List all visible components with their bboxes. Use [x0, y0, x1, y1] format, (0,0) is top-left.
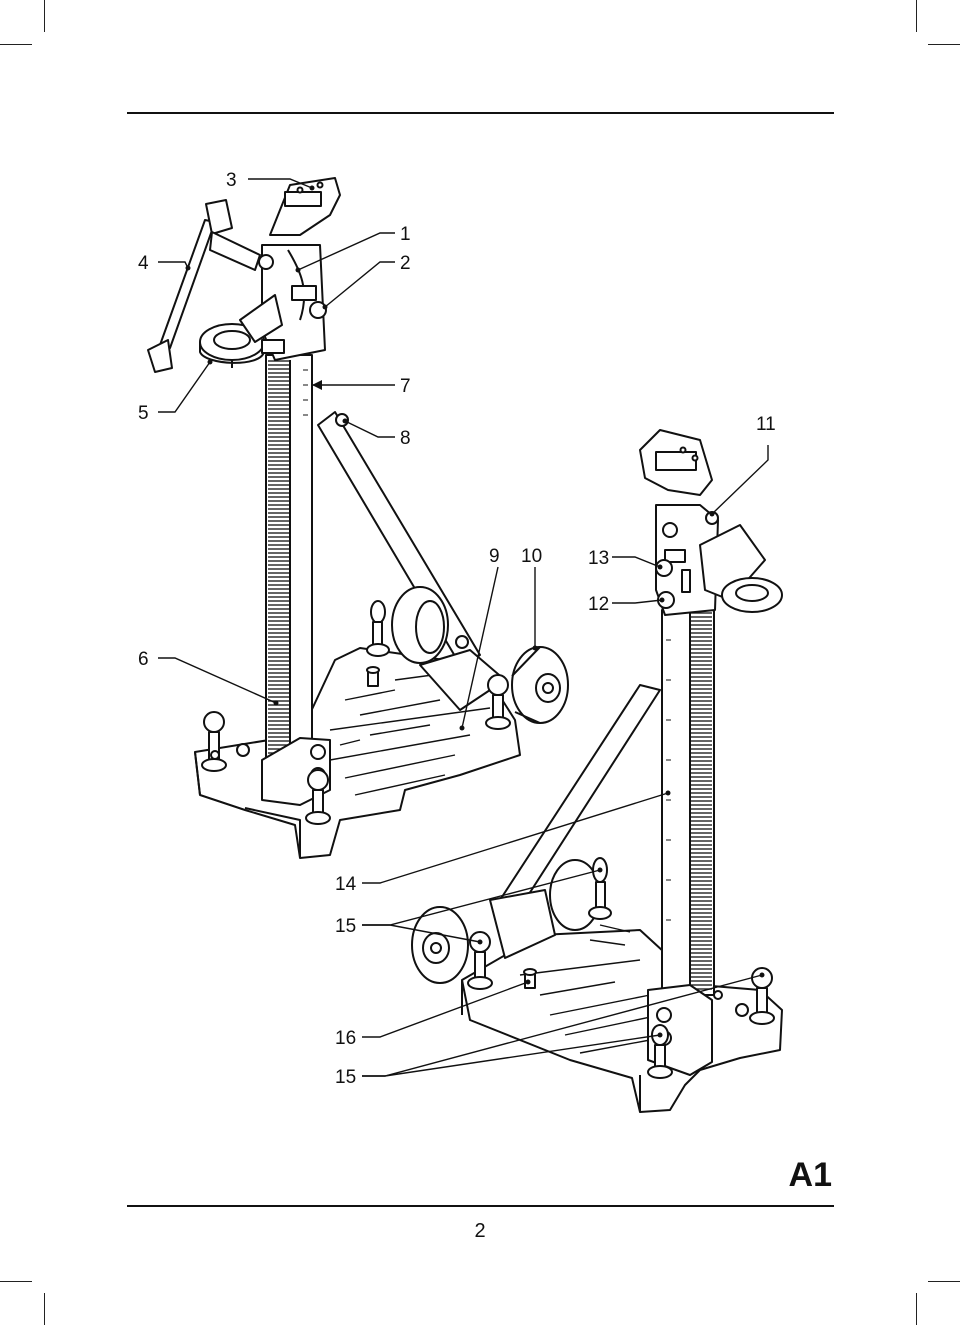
right-drill-stand [411, 429, 783, 1113]
callout-8: 8 [400, 428, 411, 449]
callout-6: 6 [138, 649, 149, 670]
callout-16: 16 [335, 1028, 356, 1049]
figure-id-label: A1 [788, 1156, 832, 1194]
callout-10: 10 [521, 546, 542, 567]
left-crank-handle [159, 219, 216, 349]
crop-mark-bottom-right-h [928, 1281, 960, 1282]
callout-14: 14 [335, 874, 357, 895]
left-drill-stand [147, 177, 569, 859]
footer-rule [127, 1205, 834, 1207]
callout-9: 9 [489, 546, 500, 567]
crop-mark-bottom-right-v [916, 1293, 917, 1325]
crop-mark-top-right-v [916, 0, 917, 32]
callout-3: 3 [226, 170, 237, 191]
right-leveling-screws [467, 857, 775, 1079]
page-number: 2 [474, 1220, 486, 1242]
callout-2: 2 [400, 253, 411, 274]
crop-mark-bottom-left-h [0, 1281, 32, 1282]
callout-15-upper: 15 [335, 916, 356, 937]
callout-labels: 3 1 4 2 7 5 8 11 9 10 13 12 6 14 15 16 1… [138, 170, 776, 1088]
callout-11: 11 [756, 414, 776, 435]
right-rack [690, 612, 712, 992]
callout-7: 7 [400, 376, 411, 397]
left-rack [268, 360, 290, 785]
callout-15-lower: 15 [335, 1067, 356, 1088]
callout-12: 12 [588, 594, 609, 615]
callout-13: 13 [588, 548, 609, 569]
callout-4: 4 [138, 253, 149, 274]
leader-lines [158, 178, 769, 1077]
left-leveling-screws [201, 600, 511, 825]
crop-mark-bottom-left-v [44, 1293, 45, 1325]
arrow-7 [312, 380, 322, 390]
header-rule [127, 112, 834, 114]
leader-dots [185, 185, 765, 1038]
right-base-plate [461, 929, 783, 1113]
callout-1: 1 [400, 224, 411, 245]
callout-5: 5 [138, 403, 149, 424]
crop-mark-top-left-h [0, 44, 32, 45]
crop-mark-top-left-v [44, 0, 45, 32]
crop-mark-top-right-h [928, 44, 960, 45]
